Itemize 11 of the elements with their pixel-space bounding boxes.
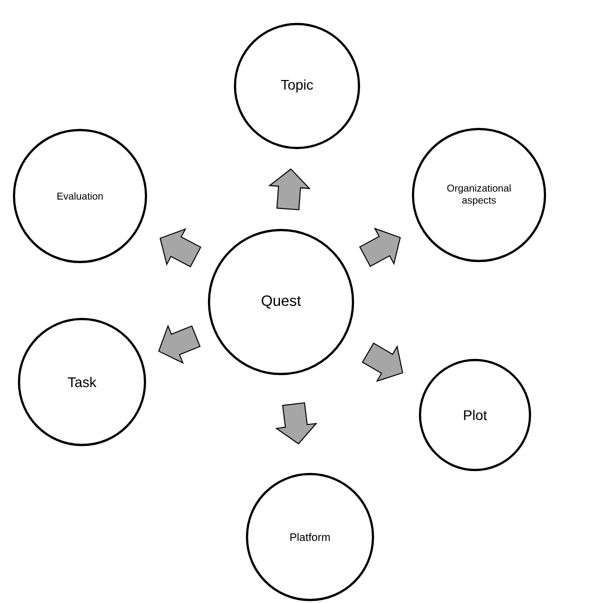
block-arrow: [160, 228, 202, 268]
circle-node: Organizational aspects: [412, 128, 546, 262]
circle-node: Quest: [208, 228, 354, 376]
block-arrow: [275, 402, 318, 444]
circle-node: Platform: [246, 472, 374, 602]
circle-node: Task: [18, 318, 146, 446]
circle-node: Topic: [234, 22, 360, 150]
block-arrow: [268, 168, 311, 210]
circle-node: Evaluation: [12, 128, 148, 264]
circle-node: Plot: [418, 358, 532, 472]
block-arrow: [359, 228, 401, 267]
